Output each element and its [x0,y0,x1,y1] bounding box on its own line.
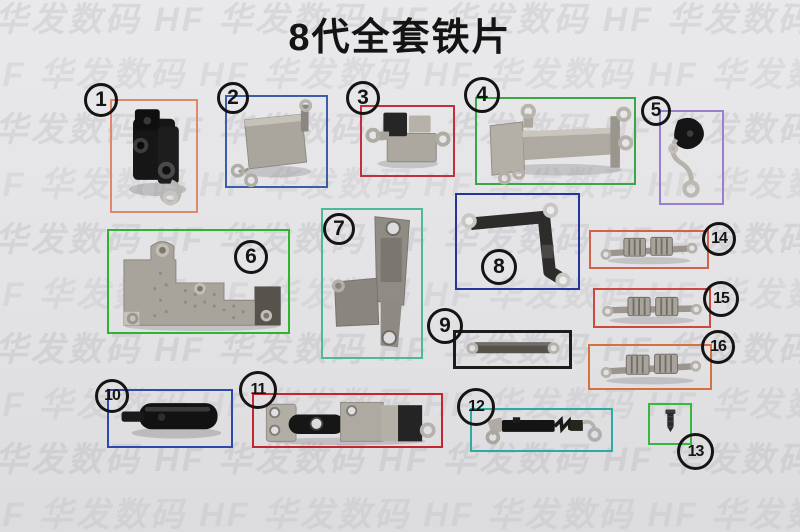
part-14-highlight-box [589,230,709,269]
part-13-number-badge: 13 [677,433,714,470]
part-5-number-badge: 5 [641,96,671,126]
part-14-photo [600,236,698,265]
part-4-photo [489,103,634,185]
part-2-photo [230,99,313,188]
part-3-photo [365,112,451,169]
part-11-number-badge: 11 [239,371,277,409]
part-11-photo [265,401,436,446]
part-2-number-badge: 2 [217,82,249,114]
part-13-photo [665,409,676,433]
part-6-number-badge: 6 [234,240,268,274]
part-4-number-badge: 4 [464,77,500,113]
part-13-highlight-box [648,403,692,445]
part-5-highlight-box [659,110,724,205]
part-10-highlight-box [107,389,233,448]
part-6-highlight-box [107,229,290,334]
part-1-highlight-box [110,99,198,213]
part-8-highlight-box [455,193,580,290]
part-15-photo [602,296,702,325]
part-7-photo [331,216,410,348]
part-1-number-badge: 1 [84,83,118,117]
part-16-highlight-box [588,344,712,390]
part-9-photo [466,342,560,355]
part-10-photo [121,403,222,439]
part-4-highlight-box [475,97,636,185]
part-16-number-badge: 16 [701,330,735,364]
watermark-text: HF 华发数码 HF 华发数码 HF 华发数码 HF 华发数码 HF 华发数码 [0,496,800,532]
page-title: 8代全套铁片 [288,17,512,59]
part-1-photo [129,109,187,206]
part-3-number-badge: 3 [346,81,380,115]
part-16-photo [600,353,702,385]
part-10-number-badge: 10 [95,379,129,413]
part-5-photo [668,117,704,198]
part-11-highlight-box [252,393,443,448]
part-2-highlight-box [225,95,328,188]
part-15-highlight-box [593,288,711,328]
part-12-highlight-box [470,408,613,452]
part-15-number-badge: 15 [703,281,739,317]
part-7-number-badge: 7 [323,213,355,245]
part-8-number-badge: 8 [481,249,517,285]
part-12-number-badge: 12 [457,388,495,426]
part-14-number-badge: 14 [702,222,736,256]
part-9-number-badge: 9 [427,308,463,344]
part-9-highlight-box [453,330,572,369]
part-12-photo [485,416,602,445]
part-3-highlight-box [360,105,455,177]
part-7-highlight-box [321,208,423,359]
part-8-photo [461,202,571,288]
part-6-photo [123,241,281,332]
